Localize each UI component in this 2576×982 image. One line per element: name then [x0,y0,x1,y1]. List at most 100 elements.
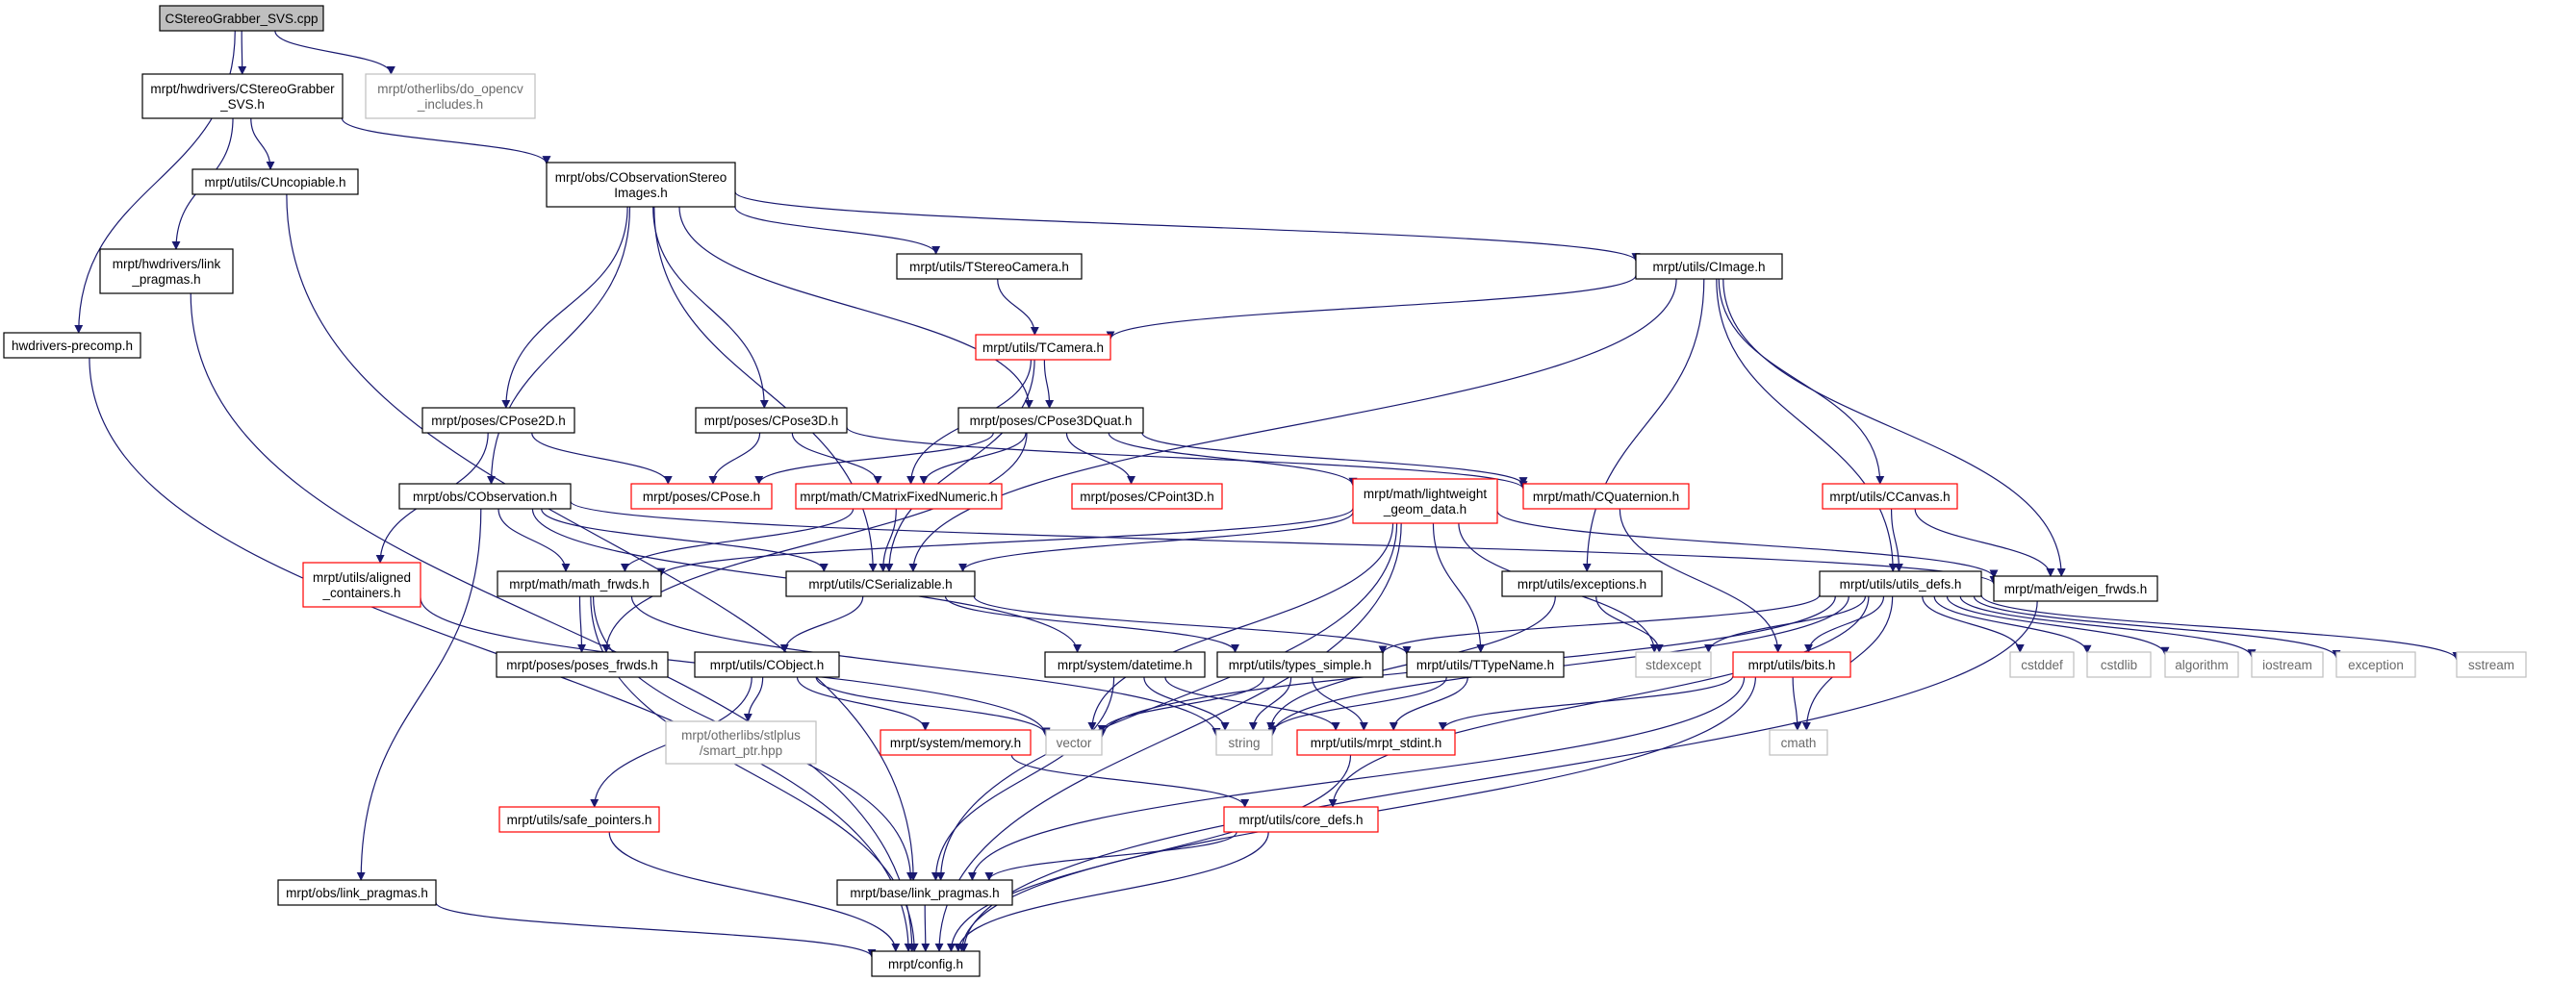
node-poses_frwds[interactable]: mrpt/poses/poses_frwds.h [496,651,669,678]
node-tcamera[interactable]: mrpt/utils/TCamera.h [975,334,1111,361]
node-box [498,806,660,833]
node-box [3,332,141,359]
node-hw_link[interactable]: mrpt/hwdrivers/link_pragmas.h [99,248,234,294]
node-cpose3d[interactable]: mrpt/poses/CPose3D.h [695,407,848,434]
node-exceptions[interactable]: mrpt/utils/exceptions.h [1501,570,1663,597]
edge-cpose3dquat-to-cpoint3d [1065,432,1136,485]
edge-obs_stereo-to-tstereocam [734,206,941,255]
node-base_link[interactable]: mrpt/base/link_pragmas.h [836,879,1013,906]
node-ttypename[interactable]: mrpt/utils/TTypeName.h [1406,651,1565,678]
node-label: mrpt/otherlibs/do_opencv [377,82,523,96]
node-cpose2d[interactable]: mrpt/poses/CPose2D.h [421,407,575,434]
edge-ttypename-to-mrpt_stdint [1389,676,1468,731]
edge-datetime-to-string [1143,676,1230,731]
edge-obs_stereo-to-cserializable [653,206,878,572]
edge-cobject-to-vector [815,676,1051,737]
node-box [1522,483,1690,510]
node-label: mrpt/hwdrivers/link [113,257,221,271]
node-label: _geom_data.h [1383,502,1467,516]
node-box [975,334,1111,361]
node-label: _SVS.h [219,97,265,112]
node-cpose[interactable]: mrpt/poses/CPose.h [630,483,773,510]
node-label: mrpt/math/math_frwds.h [509,577,650,592]
node-hw_precomp[interactable]: hwdrivers-precomp.h [3,332,141,359]
node-box [1044,651,1206,678]
edge-cimage-to-tcamera [1106,274,1637,340]
node-hw_grabber[interactable]: mrpt/hwdrivers/CStereoGrabber_SVS.h [141,73,344,119]
node-string: string [1215,729,1273,756]
node-core_defs[interactable]: mrpt/utils/core_defs.h [1223,806,1379,833]
edge-tcamera-to-cserializable [884,359,1035,572]
edge-utils_defs-to-iostream [1959,595,2257,659]
node-label: exception [2348,658,2404,672]
node-bits[interactable]: mrpt/utils/bits.h [1732,651,1851,678]
node-eigen_frwds[interactable]: mrpt/math/eigen_frwds.h [1993,575,2158,602]
node-cstddef: cstddef [2009,651,2075,678]
node-cquaternion[interactable]: mrpt/math/CQuaternion.h [1522,483,1690,510]
node-ccanvas[interactable]: mrpt/utils/CCanvas.h [1822,483,1958,510]
node-label: _pragmas.h [131,272,200,287]
node-config[interactable]: mrpt/config.h [871,950,981,977]
node-label: iostream [2262,658,2312,672]
node-label: _containers.h [321,586,400,600]
node-types_simple[interactable]: mrpt/utils/types_simple.h [1216,651,1384,678]
edge-cimage-to-exceptions [1582,278,1705,572]
node-cpose3dquat[interactable]: mrpt/poses/CPose3DQuat.h [957,407,1144,434]
node-obs_link[interactable]: mrpt/obs/link_pragmas.h [277,879,437,906]
node-box [497,570,662,597]
node-label: mrpt/utils/CObject.h [710,658,825,672]
edge-lightweight-to-eigen_frwds [1496,510,1999,579]
edge-cserializable-to-ttypename [973,595,1412,656]
node-datetime[interactable]: mrpt/system/datetime.h [1044,651,1206,678]
node-label: mrpt/math/lightweight [1364,487,1488,501]
edge-obs_stereo-to-cpose3d [652,206,769,409]
edge-bits-to-base_link [967,676,1746,881]
node-box [2335,651,2416,678]
node-math_frwds[interactable]: mrpt/math/math_frwds.h [497,570,662,597]
node-do_opencv: mrpt/otherlibs/do_opencv_includes.h [365,73,536,119]
node-cpoint3d[interactable]: mrpt/poses/CPoint3D.h [1071,483,1223,510]
node-box [695,407,848,434]
node-mrpt_stdint[interactable]: mrpt/utils/mrpt_stdint.h [1296,729,1456,756]
node-tstereocam[interactable]: mrpt/utils/TStereoCamera.h [896,253,1083,280]
node-box [2164,651,2239,678]
edge-cobject-to-smart_ptr [743,676,764,722]
node-label: /smart_ptr.hpp [700,743,782,758]
node-smart_ptr: mrpt/otherlibs/stlplus/smart_ptr.hpp [665,720,817,765]
node-label: mrpt/utils/aligned [313,570,411,585]
node-label: mrpt/utils/bits.h [1748,658,1836,672]
node-label: mrpt/otherlibs/stlplus [681,728,801,743]
node-vector: vector [1045,729,1103,756]
node-utils_defs[interactable]: mrpt/utils/utils_defs.h [1819,570,1982,597]
edge-bits-to-cmath [1792,676,1802,731]
node-box [665,720,817,765]
node-cobservation[interactable]: mrpt/obs/CObservation.h [398,483,572,510]
node-cimage[interactable]: mrpt/utils/CImage.h [1635,253,1783,280]
node-safe_pointers[interactable]: mrpt/utils/safe_pointers.h [498,806,660,833]
node-cserializable[interactable]: mrpt/utils/CSerializable.h [785,570,976,597]
node-label: mrpt/config.h [888,957,963,971]
edge-types_simple-to-mrpt_stdint [1312,676,1368,731]
edge-safe_pointers-to-config [608,831,901,952]
node-cmatrixfixed[interactable]: mrpt/math/CMatrixFixedNumeric.h [795,483,1003,510]
node-root: CStereoGrabber_SVS.cpp [159,5,324,32]
node-label: mrpt/math/CQuaternion.h [1533,490,1679,504]
node-lightweight[interactable]: mrpt/math/lightweight_geom_data.h [1352,478,1498,524]
node-box [2251,651,2324,678]
node-cobject[interactable]: mrpt/utils/CObject.h [694,651,840,678]
node-box [1822,483,1958,510]
node-sstream: sstream [2456,651,2527,678]
edge-cmatrixfixed-to-cserializable [879,508,897,572]
edge-utils_defs-to-types_simple [1378,594,1821,655]
node-cmath: cmath [1769,729,1828,756]
node-aligned[interactable]: mrpt/utils/aligned_containers.h [302,562,421,608]
node-label: mrpt/base/link_pragmas.h [850,886,999,900]
node-label: mrpt/poses/CPose2D.h [431,414,566,428]
edge-eigen_frwds-to-config [959,600,2038,952]
edge-cpose3d-to-cmatrixfixed [791,432,882,485]
node-box [1819,570,1982,597]
node-sys_memory[interactable]: mrpt/system/memory.h [880,729,1032,756]
node-box [871,950,981,977]
node-cuncopiable[interactable]: mrpt/utils/CUncopiable.h [191,168,359,195]
